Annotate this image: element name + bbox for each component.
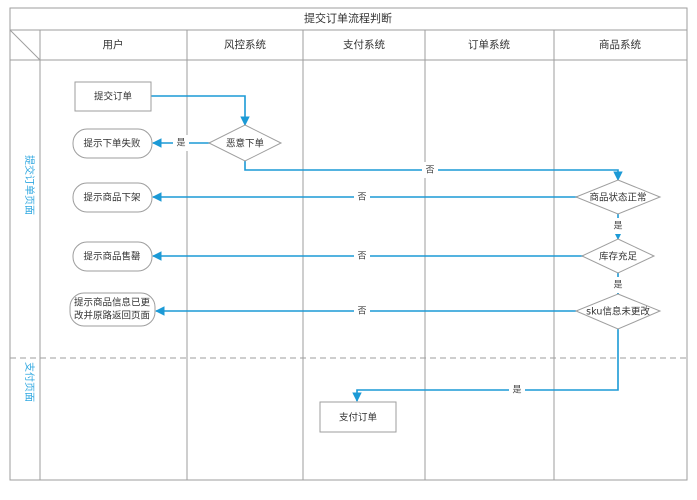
node-tip-goods-changed[interactable]: 提示商品信息已更 改并原路返回页面 bbox=[69, 292, 156, 327]
column-header-goods: 商品系统 bbox=[599, 38, 641, 51]
node-tip-goods-offline[interactable]: 提示商品下架 bbox=[72, 182, 153, 213]
edge-label-malicious-yes: 是 bbox=[176, 138, 185, 149]
node-malicious-order-label: 恶意下单 bbox=[226, 138, 265, 150]
edge-label-sku-no: 否 bbox=[357, 306, 366, 317]
node-tip-order-failed[interactable]: 提示下单失败 bbox=[72, 128, 153, 159]
node-stock-enough-label: 库存充足 bbox=[599, 251, 638, 263]
node-tip-goods-changed-label-line1: 提示商品信息已更 bbox=[74, 297, 151, 309]
edge-label-goods-status-yes: 是 bbox=[613, 221, 622, 232]
connector-submit-to-malicious bbox=[150, 95, 250, 126]
column-header-risk: 风控系统 bbox=[224, 38, 266, 51]
node-tip-order-failed-label: 提示下单失败 bbox=[83, 138, 141, 150]
node-malicious-order[interactable]: 恶意下单 bbox=[207, 124, 283, 162]
lane-label-pay-page: 支付页面 bbox=[23, 362, 36, 402]
corner-diagonal bbox=[9, 29, 41, 61]
table-frame bbox=[9, 7, 688, 481]
node-goods-status-ok-label: 商品状态正常 bbox=[589, 192, 646, 204]
lane-label-submit-page: 提交订单页面 bbox=[23, 155, 36, 215]
column-header-order: 订单系统 bbox=[468, 38, 510, 51]
diagram-title: 提交订单流程判断 bbox=[304, 11, 392, 25]
edge-label-stock-no: 否 bbox=[357, 251, 366, 262]
edge-label-sku-yes: 是 bbox=[512, 385, 521, 396]
edge-label-stock-yes: 是 bbox=[613, 280, 622, 291]
column-header-user: 用户 bbox=[103, 38, 124, 51]
node-sku-unchanged[interactable]: sku信息未更改 bbox=[574, 293, 662, 330]
edge-label-goods-status-no: 否 bbox=[357, 192, 366, 203]
node-tip-goods-soldout-label: 提示商品售罄 bbox=[83, 251, 141, 263]
node-goods-status-ok[interactable]: 商品状态正常 bbox=[574, 179, 662, 215]
node-submit-order-label: 提交订单 bbox=[94, 91, 133, 103]
node-stock-enough[interactable]: 库存充足 bbox=[580, 238, 656, 274]
node-tip-goods-soldout[interactable]: 提示商品售罄 bbox=[72, 241, 153, 272]
node-tip-goods-offline-label: 提示商品下架 bbox=[83, 192, 141, 204]
node-pay-order-label: 支付订单 bbox=[339, 412, 378, 424]
edge-label-malicious-no: 否 bbox=[425, 165, 434, 176]
node-submit-order[interactable]: 提交订单 bbox=[74, 81, 152, 112]
column-header-pay: 支付系统 bbox=[343, 38, 385, 51]
node-sku-unchanged-label: sku信息未更改 bbox=[586, 306, 650, 318]
node-pay-order[interactable]: 支付订单 bbox=[319, 401, 397, 433]
node-tip-goods-changed-label-line2: 改并原路返回页面 bbox=[74, 310, 150, 322]
edge-labels: 是 否 否 是 否 是 否 是 bbox=[173, 135, 626, 398]
connector-sku-yes bbox=[352, 329, 619, 402]
column-header-row: 用户 风控系统 支付系统 订单系统 商品系统 bbox=[9, 29, 641, 480]
